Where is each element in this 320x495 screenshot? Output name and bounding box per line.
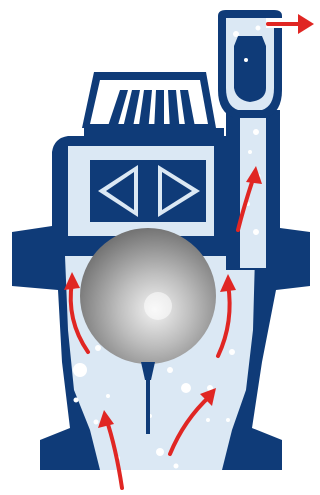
- float-ball: [80, 228, 216, 364]
- bonnet-cover: [82, 72, 224, 138]
- side-vent-pipe: [226, 110, 280, 270]
- vent-chamber: [218, 10, 282, 118]
